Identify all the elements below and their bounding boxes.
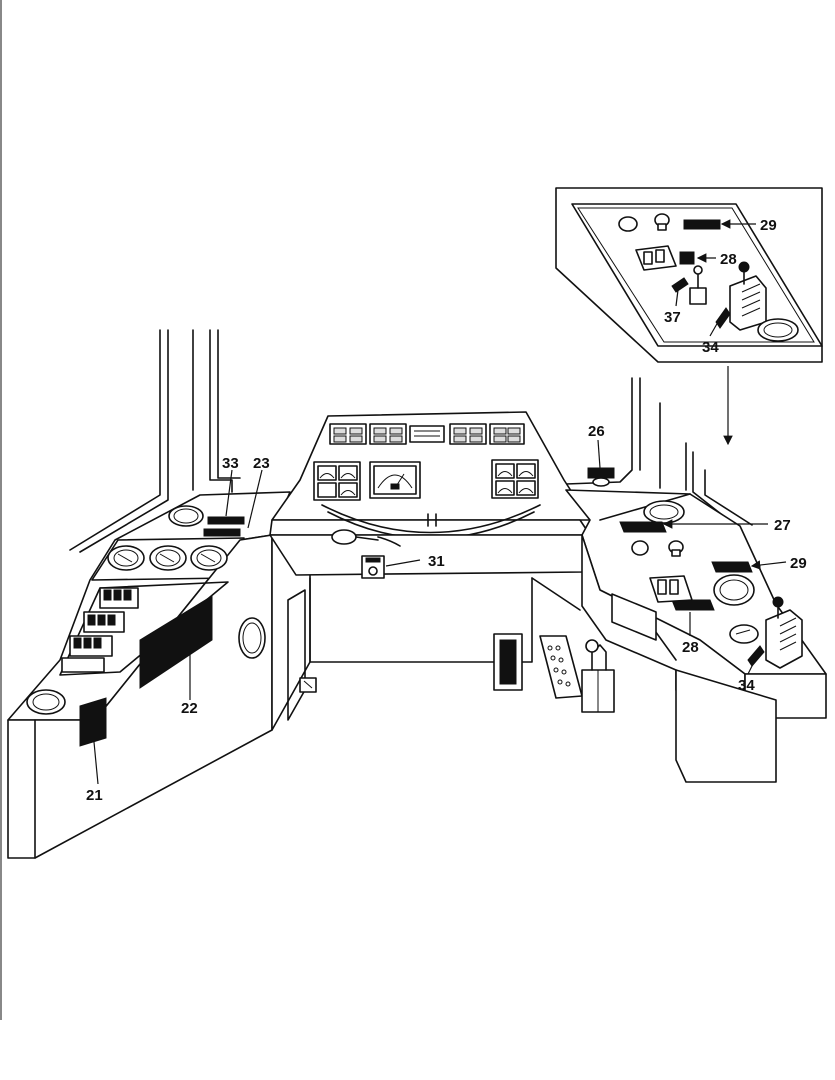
left-console [7,491,311,859]
floor-pedals [299,633,615,713]
leader-lines [93,219,787,785]
cab-pillars [69,329,753,553]
callout-29: 29 [790,555,807,572]
callout-22: 22 [181,700,198,717]
callout-34: 34 [738,677,755,694]
callout-23: 23 [253,455,270,472]
callout-31: 31 [428,553,445,570]
callout-34-inset: 34 [702,339,719,356]
right-console [565,489,827,783]
inset-panel [555,187,823,446]
callout-27: 27 [774,517,791,534]
callout-labels: 21 22 23 33 26 27 29 28 34 31 29 28 37 3… [86,217,807,804]
callout-33: 33 [222,455,239,472]
central-dashboard [269,411,591,663]
callout-37-inset: 37 [664,309,681,326]
callout-28-inset: 28 [720,251,737,268]
callout-21: 21 [86,787,103,804]
callout-29-inset: 29 [760,217,777,234]
callout-28: 28 [682,639,699,656]
callout-26: 26 [588,423,605,440]
